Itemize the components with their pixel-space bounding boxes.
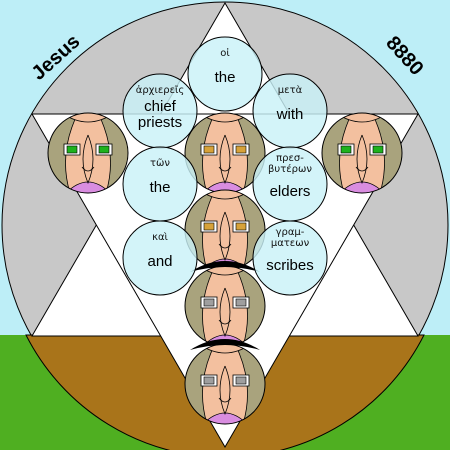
english-word-label: chief <box>144 98 177 115</box>
greek-word-label: οἱ <box>220 47 230 59</box>
english-word-label: priests <box>138 114 182 131</box>
greek-word-label: ἀρχιερεῖς <box>136 84 185 96</box>
face-icon <box>47 112 129 194</box>
english-word-label: and <box>147 253 172 270</box>
word-circle: πρεσ-βυτέρων elders <box>252 146 328 222</box>
greek-word-label: καὶ <box>152 231 168 243</box>
greek-word-label: γραμ- <box>276 227 305 238</box>
english-word-label: with <box>276 106 304 123</box>
english-word-label: elders <box>270 183 311 200</box>
greek-word-label: τῶν <box>150 158 170 169</box>
hair-arc <box>190 339 260 350</box>
greek-word-label: βυτέρων <box>268 163 312 175</box>
word-circle: τῶν the <box>122 146 198 222</box>
greek-word-label: ματεων <box>271 238 310 249</box>
word-circle: μετὰ with <box>252 73 328 149</box>
face-icon <box>184 265 266 347</box>
english-word-label: the <box>150 179 171 196</box>
hair-arc <box>190 261 260 272</box>
face-icon <box>184 343 266 425</box>
word-circle: καὶ and <box>122 220 198 296</box>
word-circle: γραμ-ματεων scribes <box>252 220 328 296</box>
face-icon <box>321 112 403 194</box>
word-circle: οἱ the <box>187 36 263 112</box>
greek-word-label: πρεσ- <box>276 153 304 164</box>
greek-word-label: μετὰ <box>278 84 303 96</box>
english-word-label: the <box>215 69 236 86</box>
english-word-label: scribes <box>266 257 314 274</box>
